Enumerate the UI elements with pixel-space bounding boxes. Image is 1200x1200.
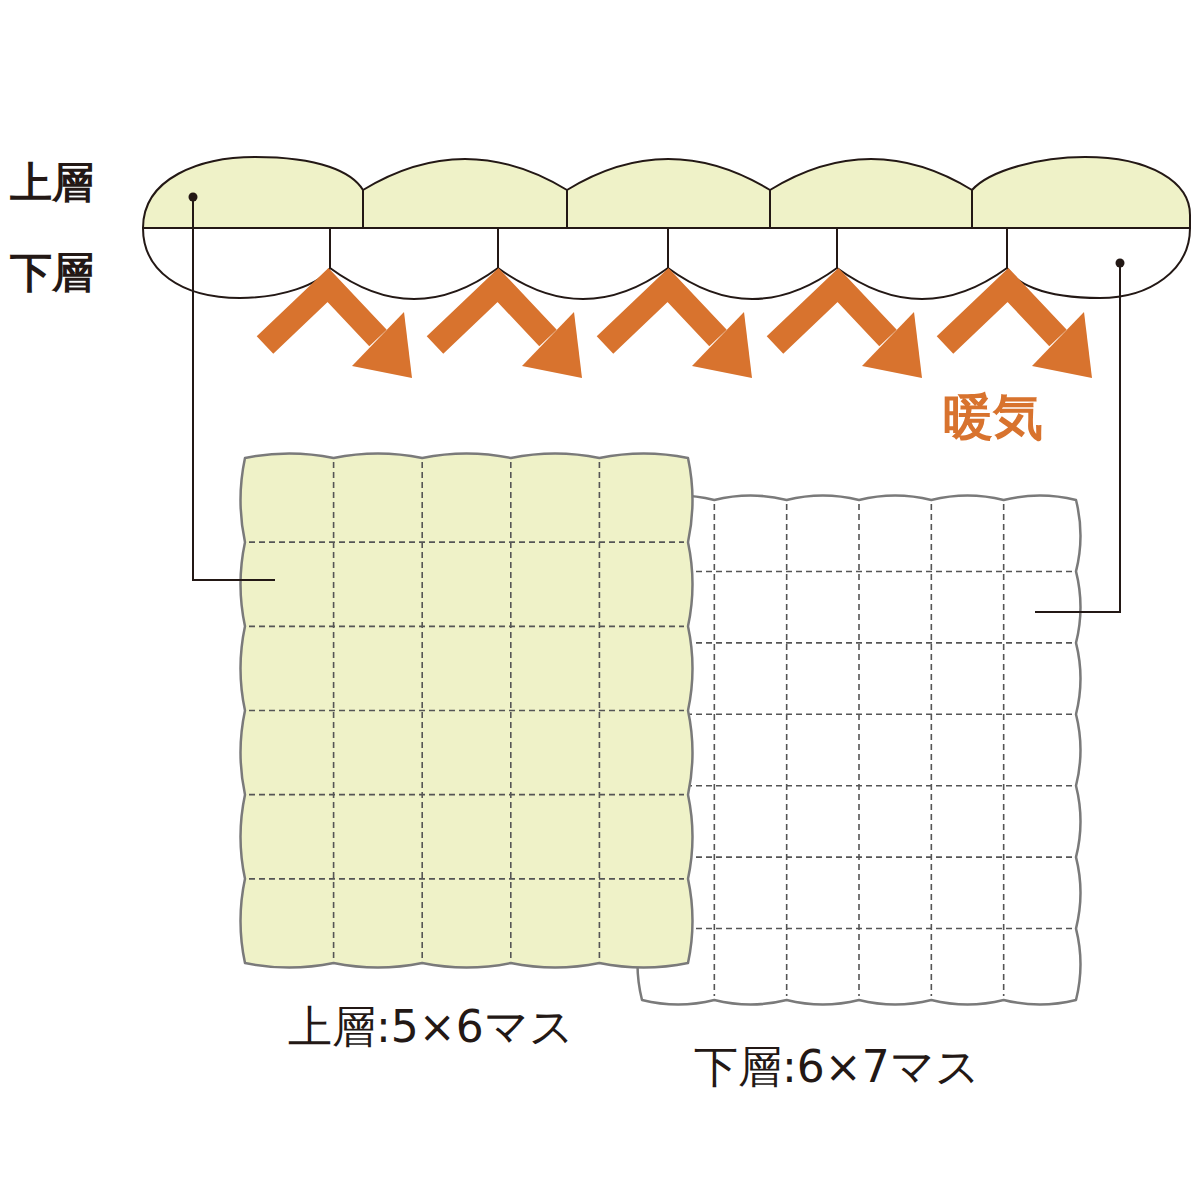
pad-caption: 下層:6×7マス bbox=[694, 1043, 980, 1091]
leader-dot bbox=[189, 193, 198, 202]
quilt-stitch bbox=[858, 504, 860, 996]
quilt-stitch bbox=[646, 785, 1072, 787]
warm-air-arrow bbox=[605, 285, 718, 345]
leader-line bbox=[193, 197, 275, 580]
quilt-stitch bbox=[249, 626, 684, 628]
warm-air-arrow bbox=[265, 285, 378, 345]
quilt-stitch bbox=[646, 928, 1072, 930]
warm-air-arrowhead bbox=[862, 312, 922, 378]
warm-air-arrowhead bbox=[522, 312, 582, 378]
quilt-stitch bbox=[931, 504, 933, 996]
layer-label: 上層 bbox=[10, 160, 94, 206]
warm-air-arrow bbox=[945, 285, 1058, 345]
quilt-stitch bbox=[249, 878, 684, 880]
warm-air-label: 暖気 bbox=[943, 390, 1043, 445]
quilt-stitch bbox=[249, 794, 684, 796]
quilt-stitch bbox=[714, 504, 716, 996]
warm-air-arrows bbox=[265, 285, 1092, 378]
pad-outline bbox=[638, 496, 1081, 1005]
quilt-stitch bbox=[646, 856, 1072, 858]
pad-caption: 上層:5×6マス bbox=[288, 1003, 574, 1051]
warm-air-arrowhead bbox=[352, 312, 412, 378]
leader-line bbox=[1035, 263, 1120, 612]
warm-air-arrow bbox=[775, 285, 888, 345]
quilt-stitch bbox=[1003, 504, 1005, 996]
lower-layer-pad bbox=[638, 496, 1081, 1005]
layer-pads bbox=[241, 454, 1081, 1005]
warm-air-arrowhead bbox=[692, 312, 752, 378]
quilt-stitch bbox=[786, 504, 788, 996]
upper-layer-pad bbox=[241, 454, 693, 968]
leader-lines bbox=[189, 193, 1125, 613]
quilt-stitch bbox=[646, 571, 1072, 573]
layer-label: 下層 bbox=[10, 250, 94, 296]
upper-layer-section bbox=[143, 157, 1190, 228]
pad-outline bbox=[241, 454, 693, 968]
section-dividers bbox=[330, 190, 1007, 268]
warm-air-arrow bbox=[435, 285, 548, 345]
quilt-stitch bbox=[646, 713, 1072, 715]
quilt-stitch bbox=[646, 642, 1072, 644]
warm-air-arrowhead bbox=[1032, 312, 1092, 378]
quilt-stitch bbox=[249, 710, 684, 712]
quilt-stitch bbox=[249, 541, 684, 543]
leader-dot bbox=[1116, 259, 1125, 268]
